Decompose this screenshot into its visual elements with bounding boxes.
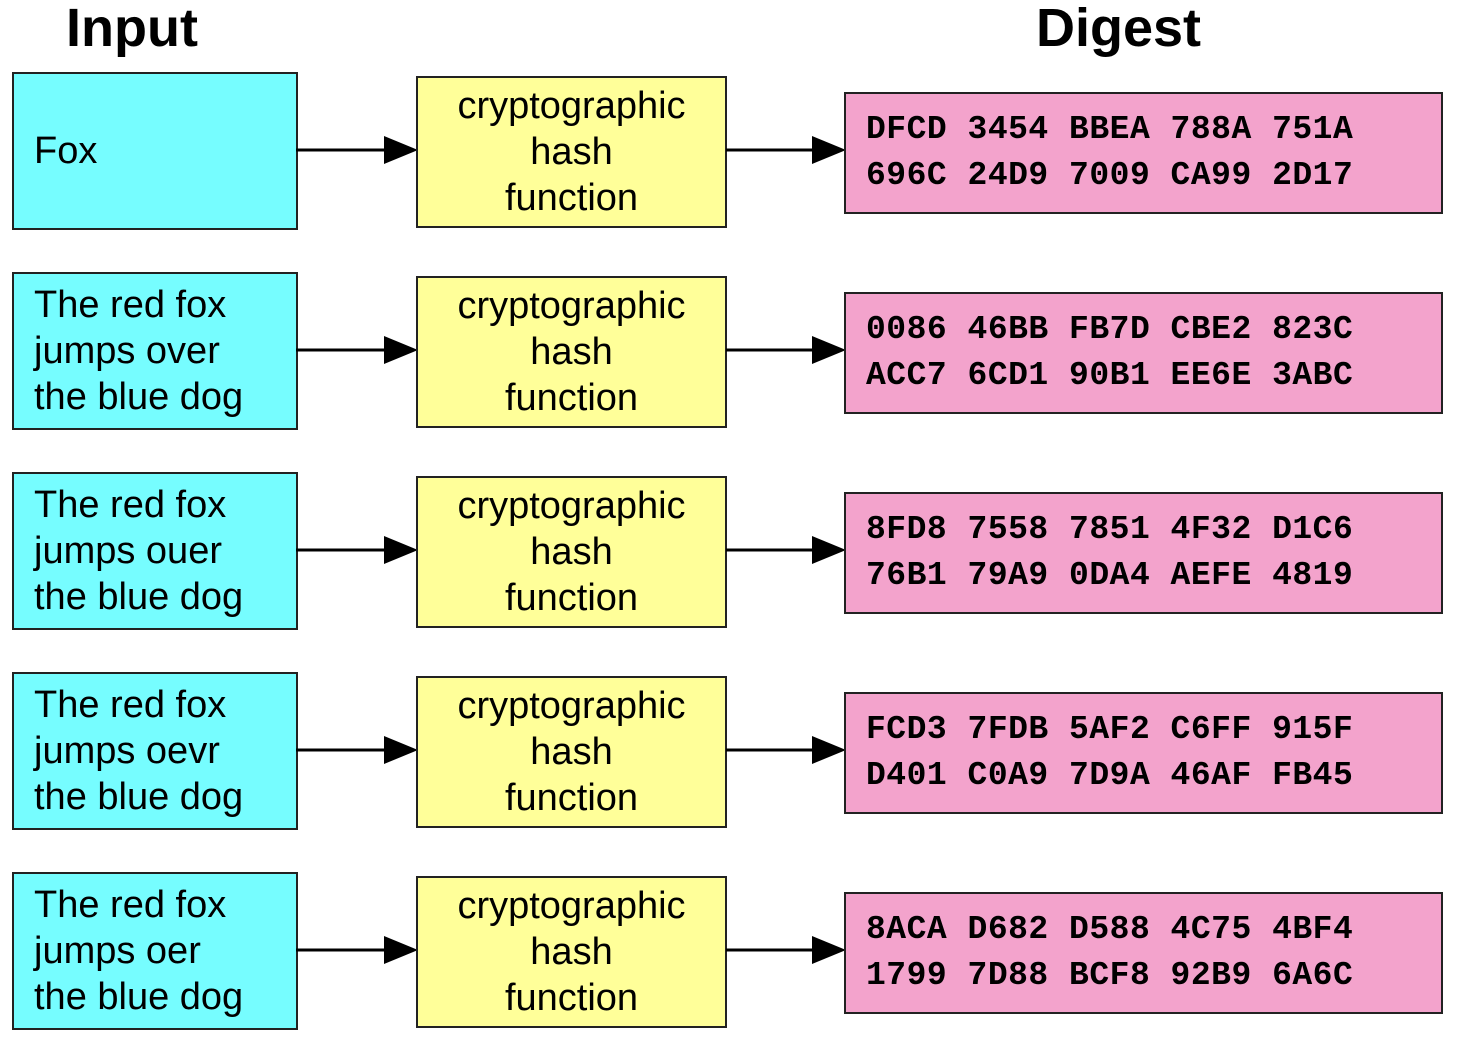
hash-label-line-2: hash — [530, 331, 613, 373]
hash-row: The red fox jumps oer the blue dog crypt… — [0, 872, 1460, 1032]
hash-function-box: cryptographic hash function — [416, 276, 727, 428]
hash-function-box: cryptographic hash function — [416, 676, 727, 828]
digest-line-2: 1799 7D88 BCF8 92B9 6A6C — [866, 957, 1354, 994]
hash-label-line-2: hash — [530, 731, 613, 773]
digest-line-1: FCD3 7FDB 5AF2 C6FF 915F — [866, 711, 1354, 748]
input-column-header: Input — [66, 0, 198, 58]
input-box: The red fox jumps ouer the blue dog — [12, 472, 298, 630]
hash-row: The red fox jumps ouer the blue dog cryp… — [0, 472, 1460, 632]
hash-label-line-1: cryptographic — [457, 85, 686, 127]
hash-label-line-1: cryptographic — [457, 285, 686, 327]
digest-line-1: 8ACA D682 D588 4C75 4BF4 — [866, 911, 1354, 948]
arrow-input-to-hash — [296, 136, 418, 164]
hash-function-box: cryptographic hash function — [416, 76, 727, 228]
hash-label-line-2: hash — [530, 931, 613, 973]
arrow-hash-to-digest — [726, 736, 846, 764]
digest-line-1: 8FD8 7558 7851 4F32 D1C6 — [866, 511, 1354, 548]
hash-label-line-2: hash — [530, 531, 613, 573]
digest-box: 8ACA D682 D588 4C75 4BF4 1799 7D88 BCF8 … — [844, 892, 1443, 1014]
arrow-input-to-hash — [296, 336, 418, 364]
digest-line-1: DFCD 3454 BBEA 788A 751A — [866, 111, 1354, 148]
input-box: Fox — [12, 72, 298, 230]
hash-label-line-3: function — [504, 377, 639, 419]
digest-box: 8FD8 7558 7851 4F32 D1C6 76B1 79A9 0DA4 … — [844, 492, 1443, 614]
hash-function-box: cryptographic hash function — [416, 876, 727, 1028]
arrow-hash-to-digest — [726, 136, 846, 164]
input-box: The red fox jumps oer the blue dog — [12, 872, 298, 1030]
digest-box: 0086 46BB FB7D CBE2 823C ACC7 6CD1 90B1 … — [844, 292, 1443, 414]
digest-box: DFCD 3454 BBEA 788A 751A 696C 24D9 7009 … — [844, 92, 1443, 214]
digest-column-header: Digest — [1036, 0, 1202, 58]
hash-label-line-3: function — [504, 577, 639, 619]
digest-line-2: 696C 24D9 7009 CA99 2D17 — [866, 157, 1354, 194]
hash-label-line-1: cryptographic — [457, 885, 686, 927]
hash-row: The red fox jumps oevr the blue dog cryp… — [0, 672, 1460, 832]
digest-line-2: ACC7 6CD1 90B1 EE6E 3ABC — [866, 357, 1354, 394]
hash-label-line-3: function — [504, 177, 639, 219]
input-box: The red fox jumps over the blue dog — [12, 272, 298, 430]
input-text: Fox — [34, 130, 98, 172]
input-text: The red fox jumps ouer the blue dog — [34, 484, 244, 618]
input-text: The red fox jumps oevr the blue dog — [34, 684, 244, 818]
digest-line-1: 0086 46BB FB7D CBE2 823C — [866, 311, 1354, 348]
arrow-hash-to-digest — [726, 536, 846, 564]
hash-label-line-1: cryptographic — [457, 685, 686, 727]
hash-row: Fox cryptographic hash function DFCD 345… — [0, 72, 1460, 232]
hash-label-line-1: cryptographic — [457, 485, 686, 527]
arrow-hash-to-digest — [726, 936, 846, 964]
digest-line-2: 76B1 79A9 0DA4 AEFE 4819 — [866, 557, 1354, 594]
hash-label-line-3: function — [504, 977, 639, 1019]
digest-line-2: D401 C0A9 7D9A 46AF FB45 — [866, 757, 1354, 794]
hash-row: The red fox jumps over the blue dog cryp… — [0, 272, 1460, 432]
arrow-input-to-hash — [296, 936, 418, 964]
input-text: The red fox jumps over the blue dog — [34, 284, 244, 418]
input-text: The red fox jumps oer the blue dog — [34, 884, 244, 1018]
input-box: The red fox jumps oevr the blue dog — [12, 672, 298, 830]
arrow-input-to-hash — [296, 536, 418, 564]
arrow-hash-to-digest — [726, 336, 846, 364]
hash-function-box: cryptographic hash function — [416, 476, 727, 628]
hash-label-line-3: function — [504, 777, 639, 819]
arrow-input-to-hash — [296, 736, 418, 764]
digest-box: FCD3 7FDB 5AF2 C6FF 915F D401 C0A9 7D9A … — [844, 692, 1443, 814]
hash-label-line-2: hash — [530, 131, 613, 173]
